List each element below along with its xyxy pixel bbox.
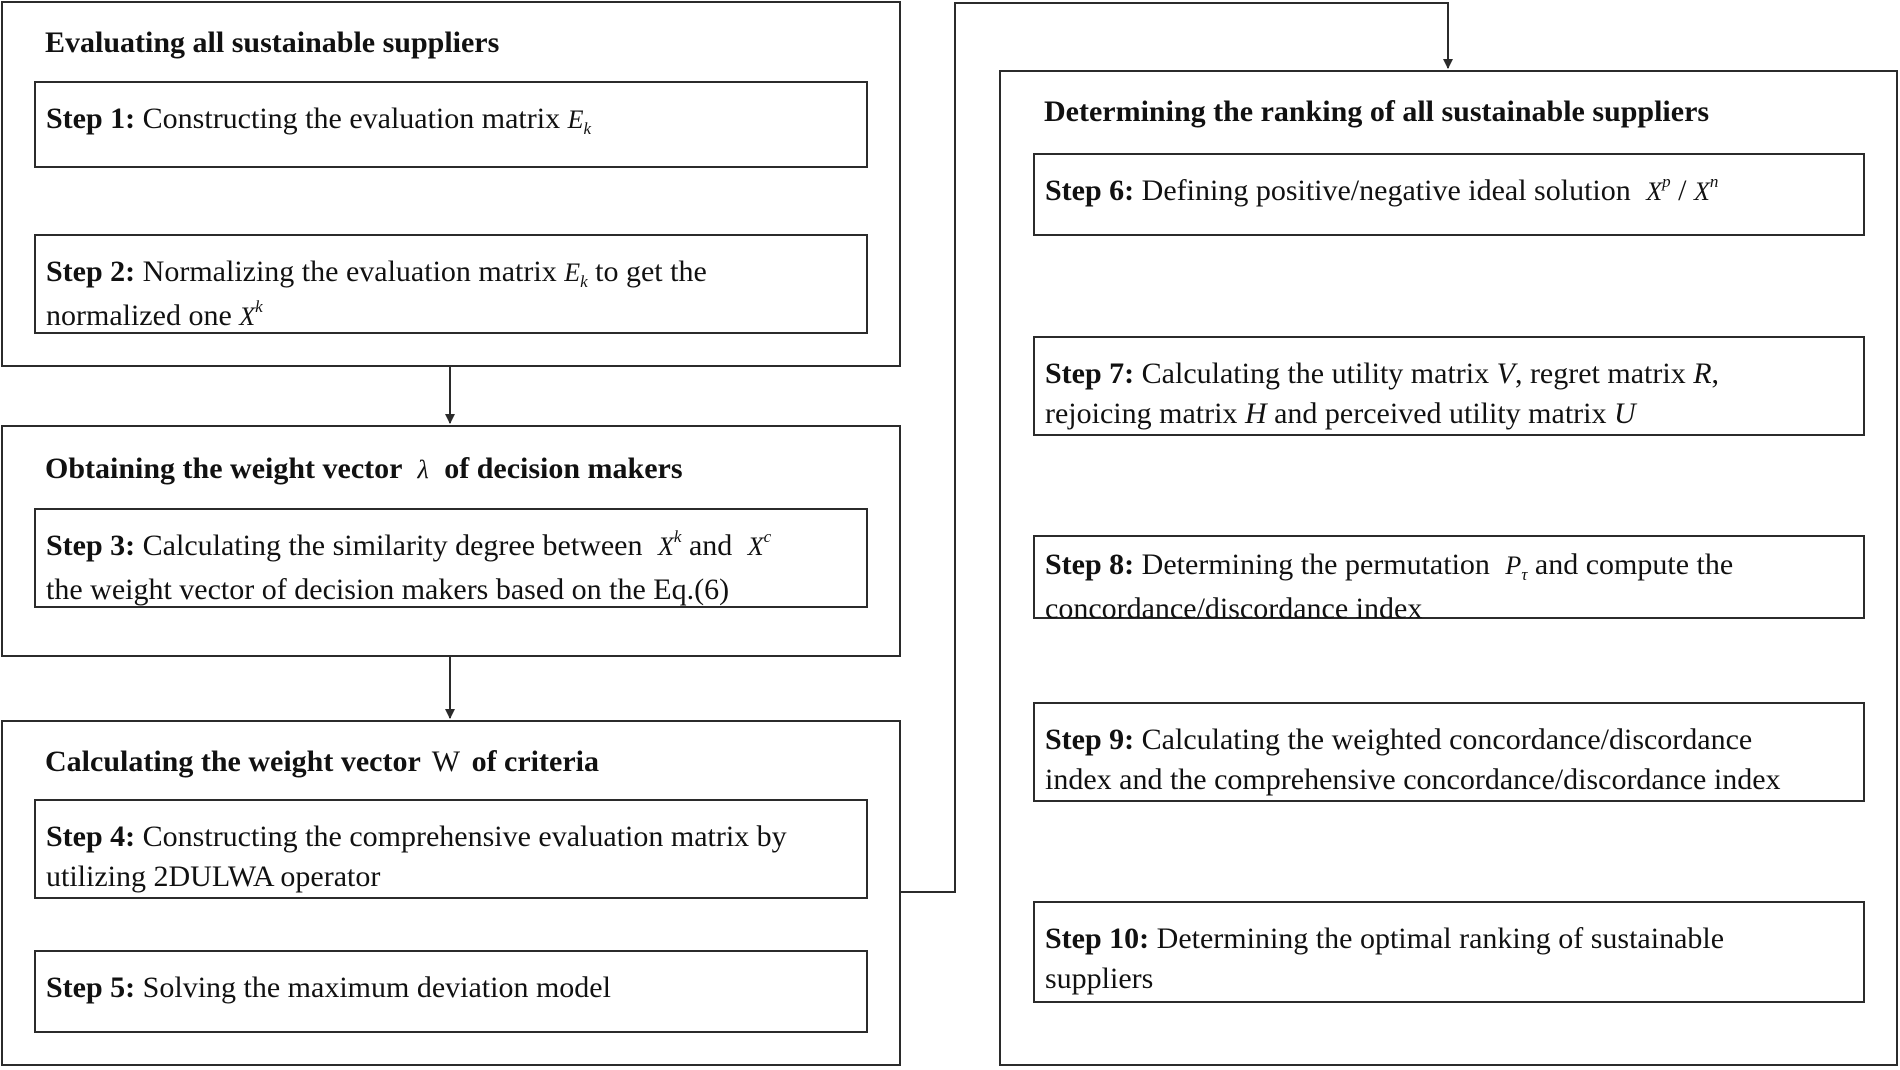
math-symbol: X: [658, 532, 674, 561]
step-5-box: Step 5: Solving the maximum deviation mo…: [34, 950, 868, 1033]
step-4-box: Step 4: Constructing the comprehensive e…: [34, 799, 868, 899]
step-text: Solving the maximum deviation model: [142, 971, 611, 1004]
math-symbol: R: [1693, 357, 1712, 390]
math-symbol: H: [1244, 397, 1267, 430]
step-text: Calculating the weighted concordance/dis…: [1141, 723, 1753, 756]
step-text: Constructing the comprehensive evaluatio…: [142, 820, 787, 853]
math-symbol: P: [1505, 551, 1522, 580]
step-text: Calculating the similarity degree betwee…: [142, 529, 643, 562]
step-label: Step 8:: [1045, 548, 1135, 581]
step-label: Step 2:: [46, 255, 136, 288]
math-superscript: n: [1709, 172, 1719, 191]
step-text: normalized one: [46, 299, 232, 332]
step-text: , regret matrix: [1514, 357, 1686, 390]
math-symbol: U: [1614, 397, 1636, 430]
step-text: utilizing 2DULWA operator: [46, 860, 381, 893]
math-superscript: k: [673, 527, 682, 546]
step-text: Determining the optimal ranking of susta…: [1156, 922, 1725, 955]
step-text: index and the comprehensive concordance/…: [1045, 763, 1781, 796]
math-symbol: λ: [417, 455, 429, 484]
math-superscript: p: [1662, 172, 1671, 191]
math-superscript: c: [763, 527, 772, 546]
math-symbol: X: [239, 302, 256, 331]
math-subscript: τ: [1521, 565, 1528, 584]
math-subscript: k: [580, 272, 588, 291]
step-label: Step 1:: [46, 102, 136, 135]
step-label: Step 9:: [1045, 723, 1135, 756]
math-symbol: X: [1646, 177, 1663, 206]
math-subscript: k: [583, 119, 592, 138]
step-2-box: Step 2: Normalizing the evaluation matri…: [34, 234, 868, 334]
step-text: Defining positive/negative ideal solutio…: [1141, 174, 1631, 207]
group-title: Evaluating all sustainable suppliers: [45, 26, 500, 59]
step-8-box: Step 8: Determining the permutation Pτ a…: [1033, 535, 1865, 625]
step-6-box: Step 6: Defining positive/negative ideal…: [1033, 153, 1865, 236]
step-text: ,: [1711, 357, 1720, 390]
step-text: to get the: [595, 255, 707, 288]
math-symbol: E: [564, 258, 581, 287]
math-symbol: E: [567, 105, 584, 134]
step-7-box: Step 7: Calculating the utility matrix V…: [1033, 336, 1865, 436]
math-symbol: X: [747, 532, 764, 561]
step-9-box: Step 9: Calculating the weighted concord…: [1033, 702, 1865, 802]
title-text: Obtaining the weight vector: [45, 452, 402, 485]
step-text: suppliers: [1045, 962, 1154, 995]
step-label: Step 7:: [1045, 357, 1135, 390]
step-text: the weight vector of decision makers bas…: [46, 573, 730, 606]
step-3-box: Step 3: Calculating the similarity degre…: [34, 508, 868, 608]
arrow-group3-group4: [900, 2, 1453, 893]
step-10-box: Step 10: Determining the optimal ranking…: [1033, 901, 1865, 1003]
group-title: Calculating the weight vector W of crite…: [45, 742, 599, 782]
math-superscript: k: [255, 297, 263, 316]
group-title: Obtaining the weight vector λ of decisio…: [45, 449, 683, 490]
step-1-box: Step 1: Constructing the evaluation matr…: [34, 81, 868, 168]
step-text: Calculating the utility matrix: [1141, 357, 1490, 390]
step-text: concordance/discordance index: [1045, 592, 1423, 625]
step-text: Determining the permutation: [1141, 548, 1490, 581]
step-label: Step 5:: [46, 971, 136, 1004]
step-text: Normalizing the evaluation matrix: [142, 255, 557, 288]
math-symbol: W: [431, 745, 461, 778]
title-text: Calculating the weight vector: [45, 745, 421, 778]
step-label: Step 3:: [46, 529, 136, 562]
title-text: of criteria: [471, 745, 599, 778]
step-text: rejoicing matrix: [1045, 397, 1238, 430]
math-symbol: X: [1693, 177, 1710, 206]
step-text: and compute the: [1534, 548, 1734, 581]
step-label: Step 6:: [1045, 174, 1135, 207]
step-text: and: [688, 529, 733, 562]
step-label: Step 10:: [1045, 922, 1150, 955]
math-slash: /: [1678, 174, 1687, 207]
title-text: of decision makers: [444, 452, 683, 485]
group-title: Determining the ranking of all sustainab…: [1044, 95, 1710, 128]
step-text: and perceived utility matrix: [1274, 397, 1607, 430]
math-symbol: V: [1496, 357, 1515, 390]
step-label: Step 4:: [46, 820, 136, 853]
step-text: Constructing the evaluation matrix: [142, 102, 561, 135]
